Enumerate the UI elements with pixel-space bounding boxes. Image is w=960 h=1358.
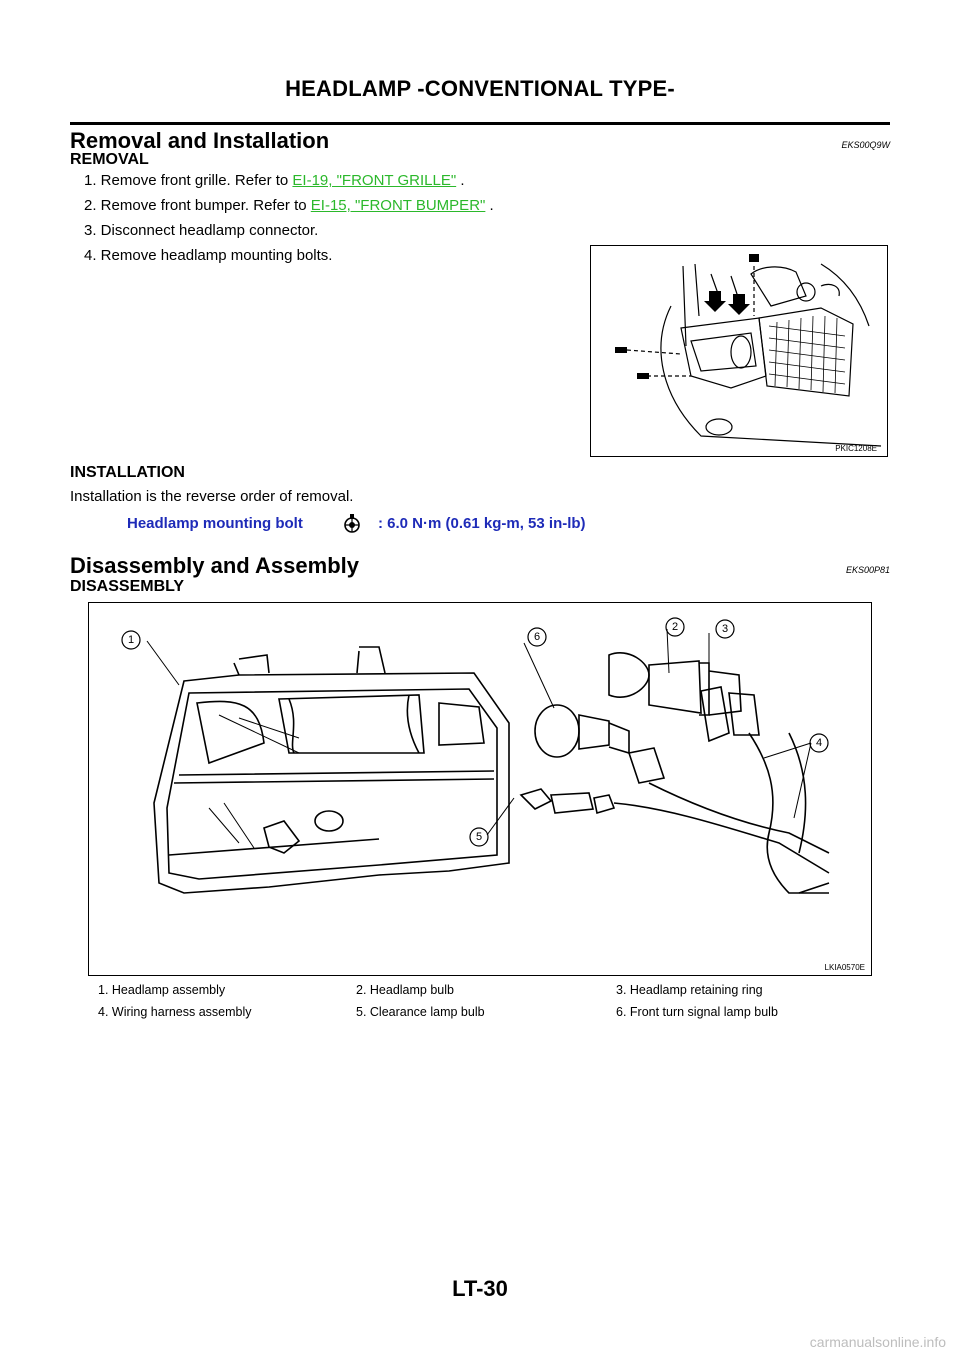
section-title-disassembly-assembly: Disassembly and Assembly [70,553,359,578]
callout-2: 2 [671,621,679,633]
section-code: EKS00Q9W [841,140,890,150]
figure-code-lkia0570e: LKIA0570E [824,963,865,972]
subheading-installation: INSTALLATION [70,464,185,481]
removal-step-1: 1. Remove front grille. Refer to EI-19, … [84,172,465,189]
legend-item-5: 5. Clearance lamp bulb [356,1005,485,1019]
spec-label-mounting-bolt: Headlamp mounting bolt [127,515,303,532]
callout-1: 1 [127,634,135,646]
legend-item-3: 3. Headlamp retaining ring [616,983,763,997]
callout-5: 5 [475,831,483,843]
link-front-bumper[interactable]: EI-15, "FRONT BUMPER" [310,197,486,214]
callout-6: 6 [533,631,541,643]
figure-code-pkic1208e: PKIC1208E [835,444,877,453]
removal-step-2: 2. Remove front bumper. Refer to EI-15, … [84,197,494,214]
legend-item-6: 6. Front turn signal lamp bulb [616,1005,778,1019]
torque-wrench-icon [340,512,364,536]
installation-text: Installation is the reverse order of rem… [70,488,354,505]
page-number: LT-30 [452,1276,508,1301]
footer-watermark: carmanualsonline.info [809,1334,946,1350]
legend-item-4: 4. Wiring harness assembly [98,1005,252,1019]
page-header-title: HEADLAMP -CONVENTIONAL TYPE- [285,76,675,101]
headlamp-exploded-illustration [121,617,830,894]
callout-3: 3 [721,623,729,635]
removal-step-4: 4. Remove headlamp mounting bolts. [84,247,333,264]
section-title-removal-installation: Removal and Installation [70,128,330,153]
legend-item-1: 1. Headlamp assembly [98,983,226,997]
section-code-disassembly: EKS00P81 [845,565,890,575]
headlamp-bolts-illustration [615,254,882,447]
callout-4: 4 [815,737,823,749]
link-front-grille[interactable]: EI-19, "FRONT GRILLE" [292,172,457,189]
removal-step-3: 3. Disconnect headlamp connector. [84,222,319,239]
legend-item-2: 2. Headlamp bulb [356,983,454,997]
spec-value-torque: : 6.0 N·m (0.61 kg-m, 53 in-lb) [378,515,586,532]
subheading-disassembly: DISASSEMBLY [70,578,185,595]
subheading-removal: REMOVAL [70,151,149,168]
figure-headlamp-exploded: 1 2 3 4 5 6 LKIA0570E [88,602,872,976]
header-rule [70,122,890,125]
figure-headlamp-mounting-bolts: PKIC1208E [590,245,888,457]
